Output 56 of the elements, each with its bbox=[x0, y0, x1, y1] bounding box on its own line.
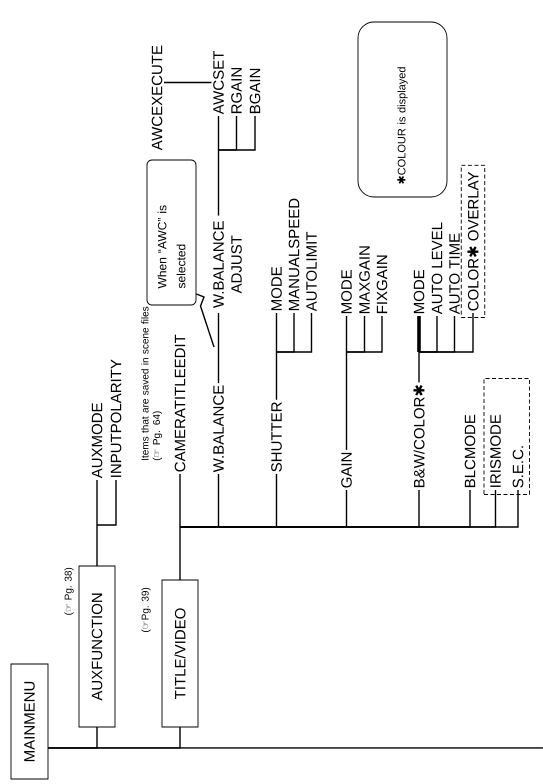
menu-item: BLCMODE bbox=[464, 414, 476, 488]
connector-line bbox=[218, 116, 220, 150]
connector-line bbox=[179, 527, 181, 580]
menu-item: BGAIN bbox=[250, 68, 260, 114]
dashed-frame bbox=[460, 164, 486, 318]
menu-item: SHUTTER bbox=[271, 402, 282, 472]
menu-item: CAMERATITLEEDIT bbox=[174, 334, 186, 472]
menu-item: AUXMODE bbox=[92, 403, 102, 478]
connector-line bbox=[97, 480, 117, 526]
menu-item: S.E.C. bbox=[512, 446, 524, 488]
menu-item: AWCEXECUTE bbox=[152, 46, 162, 150]
menu-item: W.BALANCE bbox=[213, 385, 224, 472]
menu-item: MODE bbox=[414, 270, 424, 314]
dashed-frame bbox=[484, 378, 530, 495]
note-box: ✱COLOUR is displayed bbox=[358, 22, 448, 198]
menu-item: RGAIN bbox=[231, 68, 242, 114]
menu-item: AUTO TIME bbox=[449, 234, 460, 314]
connector-line bbox=[276, 313, 278, 352]
menu-item: AUTOLIMIT bbox=[306, 232, 317, 312]
menu-box: TITLE/VIDEO bbox=[162, 580, 198, 728]
menu-item: MODE bbox=[341, 270, 352, 314]
menu-item: MAXGAIN bbox=[359, 246, 370, 314]
menu-item: B&W/COLOR✱ bbox=[413, 385, 425, 488]
connector-line bbox=[276, 352, 278, 400]
connector-line bbox=[418, 352, 420, 382]
connector-line bbox=[346, 352, 348, 450]
connector-line bbox=[164, 82, 212, 84]
menu-item: IRISMODE bbox=[490, 414, 501, 487]
menu-box: MAINMENU bbox=[10, 664, 48, 780]
connector-line bbox=[179, 474, 181, 527]
connector-line bbox=[96, 480, 98, 525]
connector-line bbox=[346, 316, 383, 353]
page-reference: (☞Pg. 39) bbox=[141, 588, 151, 632]
connector-line bbox=[48, 747, 543, 749]
connector-line bbox=[96, 525, 98, 566]
menu-item: AUTO LEVEL bbox=[432, 222, 442, 314]
menu-item: AWCSET bbox=[213, 51, 224, 114]
menu-box: AUXFUNCTION bbox=[78, 566, 116, 728]
note-text: Items that are saved in scene files (☞ Pg. 64) bbox=[141, 306, 162, 460]
menu-item: MODE bbox=[271, 266, 282, 310]
leader-line bbox=[196, 293, 215, 348]
connector-line bbox=[417, 316, 421, 352]
callout-box: When “AWC” is selected bbox=[146, 160, 196, 306]
connector-line bbox=[218, 313, 220, 384]
menu-item: COLOR✱ OVERLAY bbox=[467, 172, 479, 311]
page-reference: (☞ Pg. 38) bbox=[64, 568, 74, 615]
menu-item: W.BALANCE ADJUST bbox=[213, 221, 242, 308]
connector-line bbox=[276, 313, 312, 353]
menu-item: MANUALSPEED bbox=[288, 198, 300, 310]
menu-item: FIXGAIN bbox=[376, 256, 388, 314]
menu-item: GAIN bbox=[341, 452, 352, 488]
connector-line bbox=[218, 150, 220, 216]
connector-line bbox=[346, 316, 348, 352]
menu-item: INPUTPOLARITY bbox=[110, 359, 122, 477]
connector-line bbox=[218, 116, 256, 151]
connector-line bbox=[419, 313, 474, 353]
